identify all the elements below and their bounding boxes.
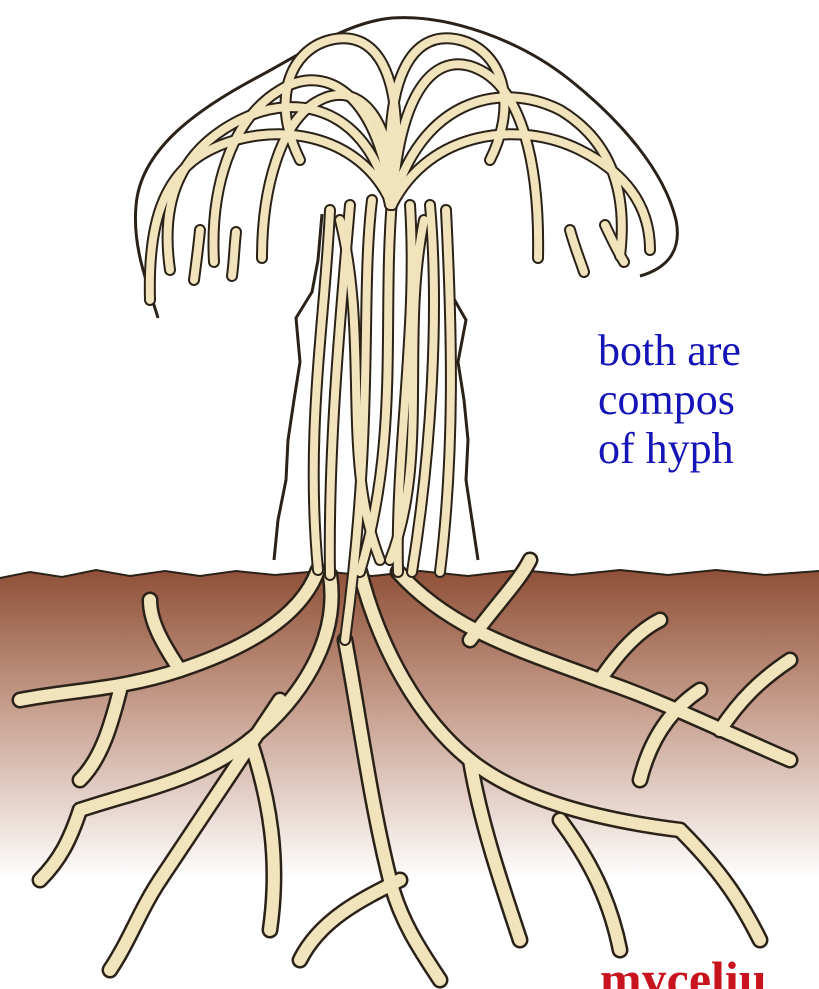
hyphae-annotation: both are compos of hyph — [598, 326, 741, 473]
annotation-line: both are — [598, 326, 741, 375]
annotation-line: compos — [598, 375, 735, 424]
mycelium-label: myceliu — [600, 951, 767, 989]
annotation-line: of hyph — [598, 424, 734, 473]
cap-hyphae — [150, 38, 650, 300]
